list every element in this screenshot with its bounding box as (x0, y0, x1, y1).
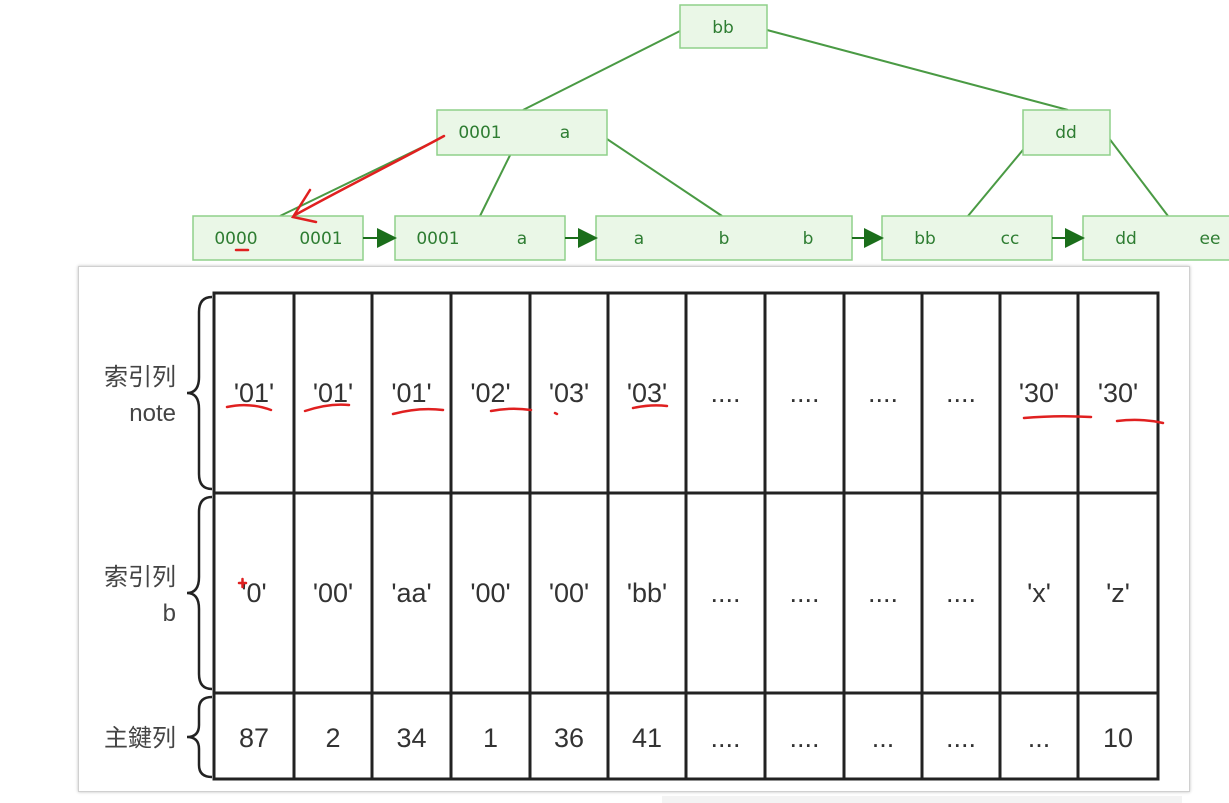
table-cell: 36 (554, 723, 584, 753)
connector-dd-leaf5 (1104, 132, 1169, 217)
red-underline-annotations (225, 403, 1165, 589)
table-cell: '03' (549, 378, 589, 408)
table-cell: '01' (234, 378, 274, 408)
red-underline-mark (553, 411, 559, 416)
table-cell: '02' (470, 378, 510, 408)
table-cell: '00' (549, 578, 589, 608)
brace-row-note (186, 295, 213, 491)
row-label-pk: 主鍵列 (104, 725, 176, 752)
node-key: 0001 (458, 123, 501, 143)
red-underline-mark (303, 403, 351, 413)
leaf-key: b (803, 229, 814, 249)
brace-row-pk (186, 695, 213, 779)
index-table: 索引列 note 索引列 b 主鍵列 '01''01''01''02''03''… (104, 291, 1165, 781)
table-cell: .... (868, 378, 898, 408)
red-underline-mark (391, 407, 445, 416)
table-cell: .... (946, 723, 976, 753)
connector-l1-leaf3 (597, 132, 723, 217)
table-cell: .... (789, 723, 819, 753)
node-key: dd (1055, 123, 1077, 143)
table-cell: .... (789, 378, 819, 408)
table-cell: 87 (239, 723, 269, 753)
tree-leaf-node: 0001 a (394, 215, 566, 261)
table-cell: '01' (391, 378, 431, 408)
table-cell: 'x' (1027, 578, 1051, 608)
table-cell: 10 (1103, 723, 1133, 753)
red-underline-mark (225, 403, 273, 412)
tree-leaf-node: bb cc (881, 215, 1053, 261)
red-underline-mark (631, 404, 669, 410)
b-plus-tree-diagram: bb 0001 a dd 0000 0001 0001 a a b b bb c… (192, 4, 1229, 261)
row-label-note-line1: 索引列 (104, 364, 176, 391)
tree-internal-node-right: dd (1022, 109, 1111, 156)
leaf-key: a (634, 229, 644, 249)
table-cell: 'z' (1106, 578, 1130, 608)
leaf-key: bb (914, 229, 936, 249)
table-cell: .... (789, 578, 819, 608)
table-cell: .... (946, 578, 976, 608)
row-label-b-line1: 索引列 (104, 564, 176, 591)
table-cell: 34 (396, 723, 426, 753)
leaf-key: 0000 (214, 229, 257, 249)
leaf-key: b (719, 229, 730, 249)
leaf-key: cc (1001, 229, 1020, 249)
table-cell: .... (710, 578, 740, 608)
table-cell: '30' (1098, 378, 1138, 408)
leaf-key: dd (1115, 229, 1137, 249)
table-cell: 'bb' (627, 578, 667, 608)
index-table-panel: 索引列 note 索引列 b 主鍵列 '01''01''01''02''03''… (78, 266, 1190, 792)
connector-root-left (522, 29, 683, 111)
tree-leaf-node: dd ee (1082, 215, 1229, 261)
red-annotation-arrow (234, 134, 446, 252)
row-label-note-line2: note (129, 400, 176, 427)
table-cell: ... (1028, 723, 1051, 753)
table-cell: 41 (632, 723, 662, 753)
connector-root-right (766, 29, 1069, 111)
table-cell: 'aa' (391, 578, 431, 608)
table-cell: .... (868, 578, 898, 608)
tree-leaf-node: a b b (595, 215, 853, 261)
footer-strip (662, 796, 1182, 803)
table-cell: .... (710, 723, 740, 753)
root-key: bb (712, 18, 734, 38)
tree-root-node: bb (679, 4, 768, 49)
table-cell: '00' (313, 578, 353, 608)
table-cell: .... (710, 378, 740, 408)
tree-leaf-node: 0000 0001 (192, 215, 364, 261)
table-cell: '30' (1019, 378, 1059, 408)
table-cell: '00' (470, 578, 510, 608)
table-cell: 1 (483, 723, 498, 753)
brace-row-b (186, 495, 213, 691)
table-grid (212, 291, 1160, 781)
table-cell: '01' (313, 378, 353, 408)
red-underline-mark (1022, 414, 1093, 420)
leaf-key: ee (1200, 229, 1221, 249)
node-key: a (560, 123, 570, 143)
leaf-key: 0001 (416, 229, 459, 249)
row-label-b-line2: b (163, 600, 176, 627)
red-cross-mark (237, 577, 248, 589)
red-underline-mark (489, 407, 533, 413)
row-braces (186, 295, 213, 779)
table-cell: 2 (325, 723, 340, 753)
leaf-key: a (517, 229, 527, 249)
table-cell: ... (872, 723, 895, 753)
table-cell: '03' (627, 378, 667, 408)
table-cell: .... (946, 378, 976, 408)
table-cells: '01' '01' '01' '02' '03' '03'................… (234, 378, 1138, 753)
red-underline-mark (1115, 418, 1165, 425)
leaf-key: 0001 (299, 229, 342, 249)
tree-internal-node-left: 0001 a (436, 109, 608, 156)
